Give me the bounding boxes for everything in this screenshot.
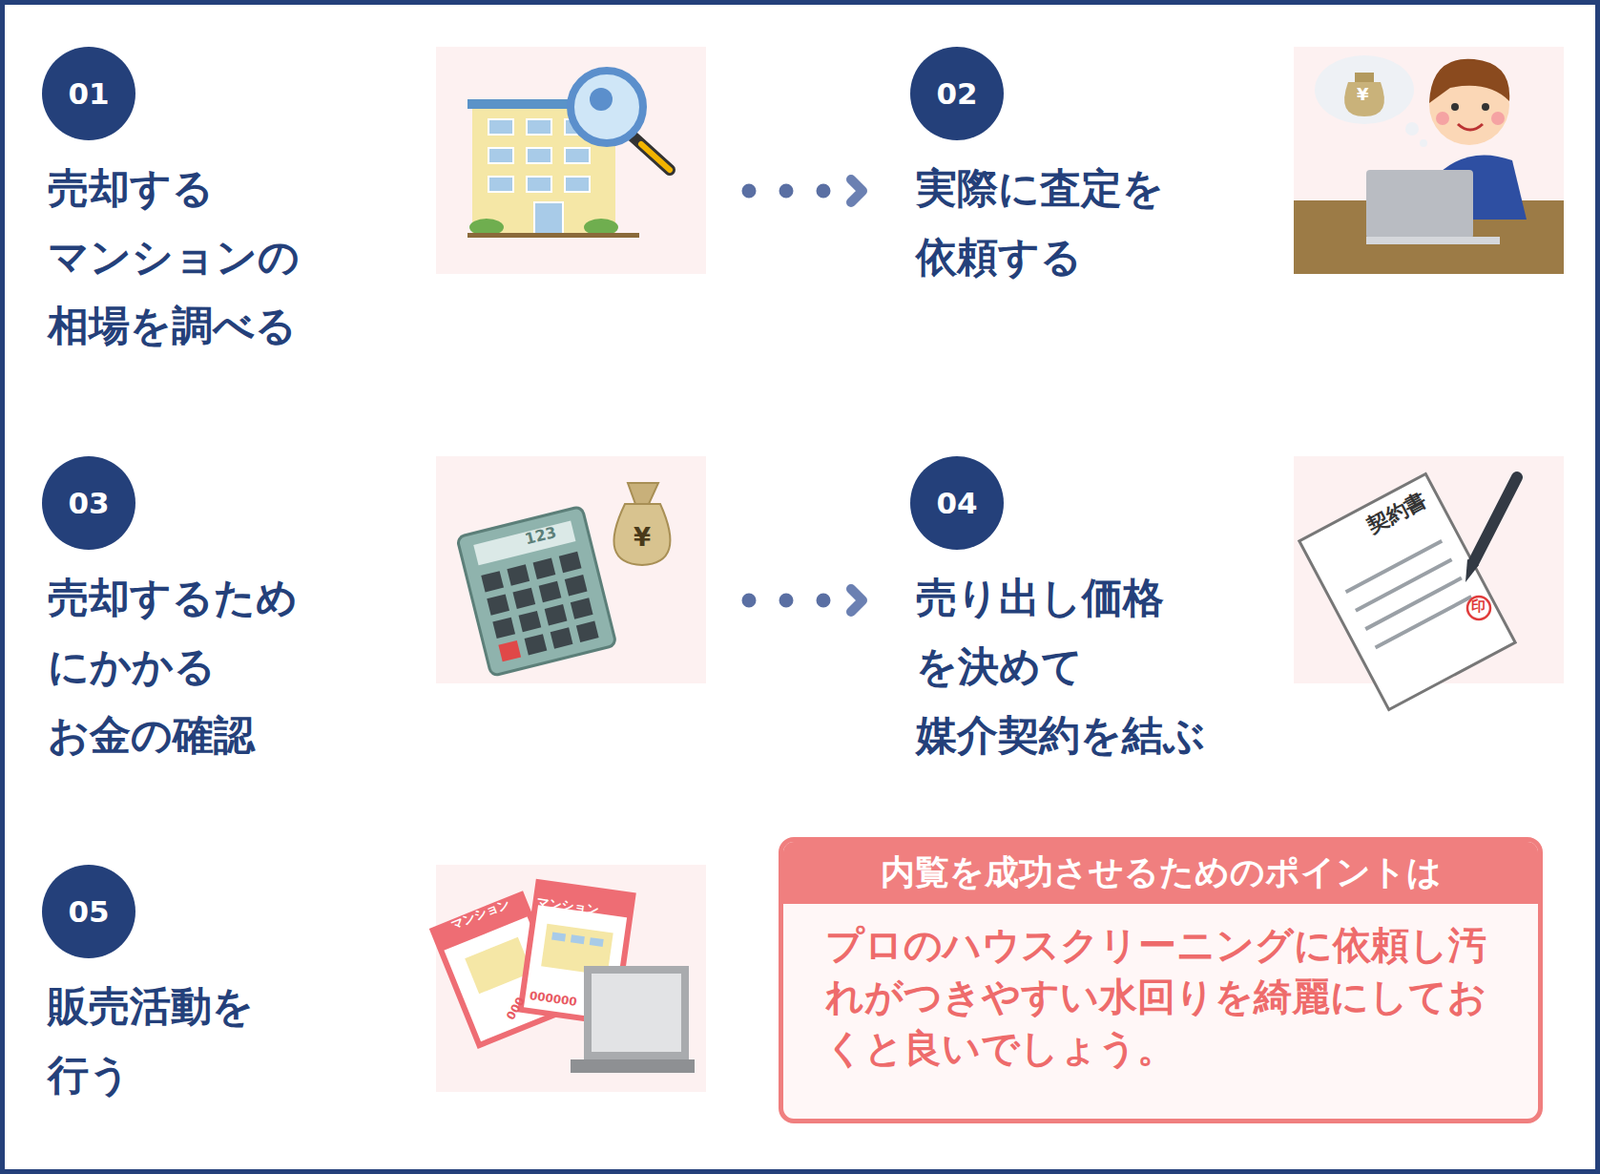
calculator-icon: [457, 482, 671, 676]
illustration-label: マンション: [535, 893, 600, 919]
connector-line: [748, 593, 842, 608]
step-block: 02 実際に査定を 依頼する: [906, 46, 1269, 291]
tip-heading: 内覧を成功させるためのポイントは: [783, 841, 1538, 904]
step-number: 01: [41, 46, 136, 141]
illustration-label: 000000: [528, 988, 579, 1009]
step-block: 04 売り出し価格 を決めて 媒介契約を結ぶ: [906, 456, 1269, 769]
step-number: 03: [41, 456, 136, 550]
illustration-label: ¥: [1356, 83, 1370, 104]
illustration-label: 契約書: [1362, 485, 1432, 541]
step-number: 04: [910, 456, 1004, 550]
illustration-label: マンション: [448, 894, 513, 935]
building-icon: [467, 70, 670, 238]
step-title: 実際に査定を 依頼する: [906, 153, 1164, 291]
connector-line: [748, 184, 842, 199]
step-number: 02: [910, 46, 1004, 141]
illustration-label: ¥: [633, 522, 651, 552]
step-title: 販売活動を 行う: [38, 971, 254, 1109]
arrow-head: [851, 588, 863, 612]
arrow-head: [851, 179, 863, 203]
step-title: 売り出し価格 を決めて 媒介契約を結ぶ: [906, 562, 1206, 769]
illustration-label: 000: [503, 994, 528, 1022]
step-block: 05 販売活動を 行う: [38, 864, 401, 1109]
step-block: 01 売却する マンションの 相場を調べる: [38, 46, 711, 360]
person-icon: [1293, 55, 1564, 274]
step-block: 03 売却するため にかかる お金の確認: [38, 456, 711, 769]
brochure-icon: [433, 881, 695, 1073]
illustration-label: 印: [1471, 597, 1486, 616]
tip-box: 内覧を成功させるためのポイントはプロのハウスクリーニングに依頼し汚れがつきやすい…: [778, 836, 1543, 1123]
dotted-arrow: [748, 179, 863, 203]
tip-body: プロのハウスクリーニングに依頼し汚れがつきやすい水回りを綺麗にしておくと良いでし…: [783, 903, 1538, 1093]
illustration-label: 123: [522, 522, 559, 549]
contract-icon: [1299, 473, 1517, 709]
dotted-arrow: [748, 588, 863, 612]
step-title: 売却する マンションの 相場を調べる: [38, 153, 300, 360]
step-number: 05: [41, 864, 136, 958]
step-title: 売却するため にかかる お金の確認: [38, 562, 298, 769]
